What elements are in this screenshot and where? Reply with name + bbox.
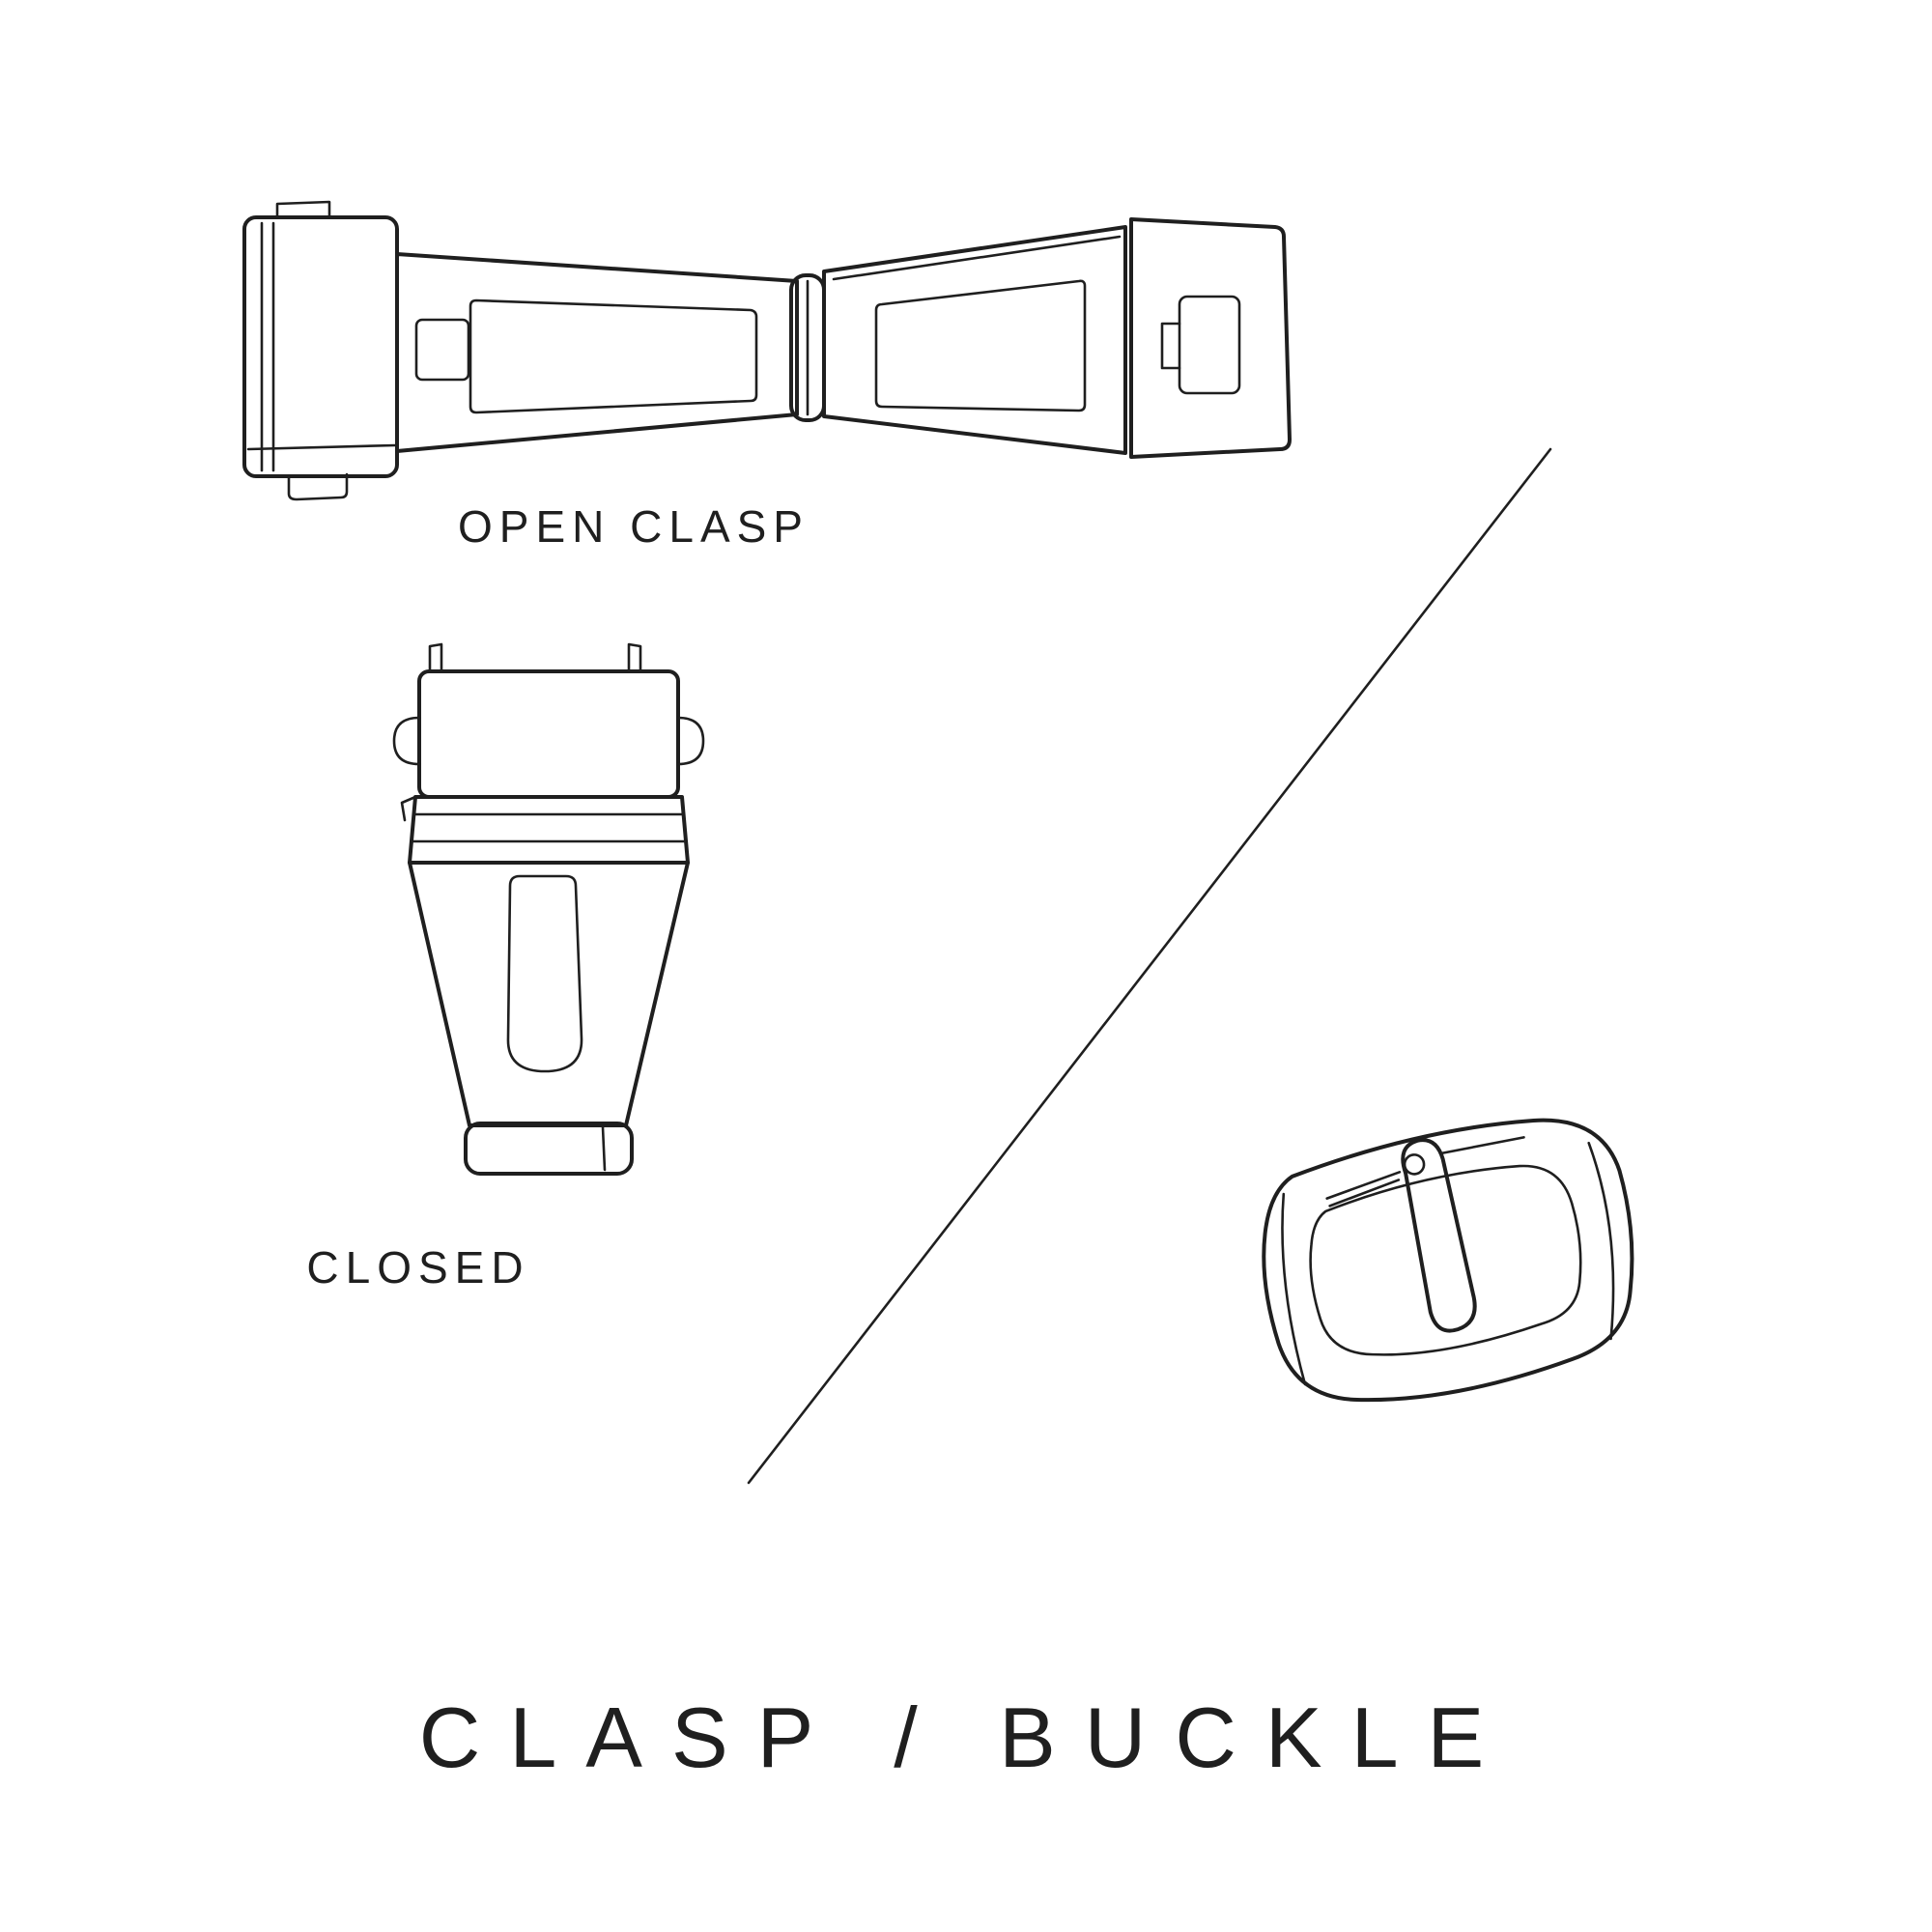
open-clasp-drawing bbox=[242, 200, 1292, 501]
buckle-illustration bbox=[1212, 1077, 1666, 1454]
clasp-right-end-link bbox=[1129, 217, 1292, 459]
clasp-body bbox=[408, 861, 690, 1127]
closed-label: CLOSED bbox=[306, 1242, 530, 1293]
open-clasp-illustration bbox=[217, 179, 1309, 517]
open-clasp-label: OPEN CLASP bbox=[458, 501, 810, 552]
clasp-top-cover bbox=[392, 669, 705, 799]
buckle-pin-bar bbox=[1325, 1136, 1525, 1208]
buckle-tongue bbox=[1401, 1138, 1477, 1333]
divider-line bbox=[715, 415, 1584, 1517]
clasp-fold-band bbox=[400, 795, 690, 865]
clasp-bottom-link bbox=[464, 1122, 634, 1176]
clasp-left-blade bbox=[395, 252, 799, 453]
buckle-frame bbox=[1262, 1118, 1634, 1403]
page-title: CLASP / BUCKLE bbox=[418, 1690, 1514, 1785]
closed-clasp-illustration bbox=[377, 633, 724, 1193]
closed-clasp-drawing bbox=[392, 642, 705, 1176]
clasp-prongs bbox=[428, 642, 642, 673]
clasp-right-blade bbox=[822, 225, 1127, 455]
clasp-end-link bbox=[242, 200, 399, 501]
tang-buckle-drawing bbox=[1262, 1118, 1634, 1403]
